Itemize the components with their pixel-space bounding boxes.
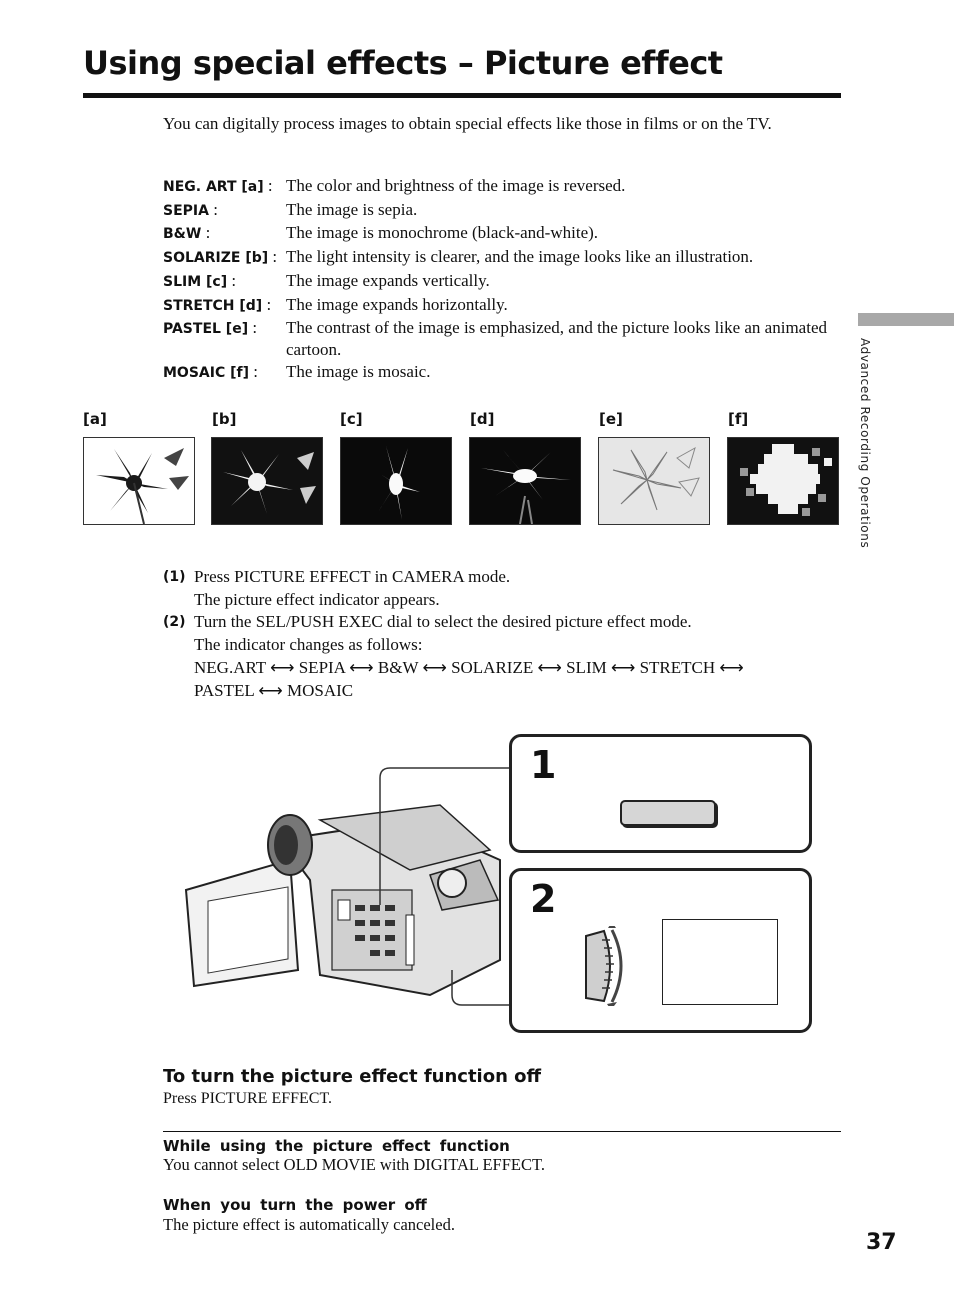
effect-row-slim: SLIM [c] : The image expands vertically.: [163, 270, 833, 294]
thumbnail-slim-image: [340, 437, 452, 525]
turn-off-body: Press PICTURE EFFECT.: [163, 1090, 333, 1107]
effect-row-solarize: SOLARIZE [b] : The light intensity is cl…: [163, 246, 833, 270]
effect-name: B&W: [163, 226, 202, 243]
note-heading: When you turn the power off: [163, 1196, 427, 1214]
effect-name: SLIM [c]: [163, 273, 228, 290]
effect-description: The image expands vertically.: [286, 270, 490, 290]
camcorder-illustration: [184, 767, 510, 1006]
effect-separator: :: [201, 223, 211, 243]
effect-separator: :: [249, 361, 258, 381]
thumbnail-neg-art-image: [83, 437, 195, 525]
effect-name: PASTEL [e]: [163, 321, 249, 338]
mode-sequence: PASTEL ⟷ MOSAIC: [194, 680, 354, 700]
page-title: Using special effects – Picture effect: [83, 44, 723, 82]
effect-row-neg-art: NEG. ART [a] : The color and brightness …: [163, 175, 833, 199]
step-1: (1) Press PICTURE EFFECT in CAMERA mode.…: [163, 566, 843, 611]
step-2-panel: 2: [509, 868, 812, 1033]
step-2: (2) Turn the SEL/PUSH EXEC dial to selec…: [163, 611, 843, 702]
step-text: The indicator changes as follows:: [194, 635, 423, 655]
thumbnail-label-b: [b]: [212, 410, 237, 428]
effect-description: The image is monochrome (black-and-white…: [286, 223, 599, 243]
thumbnail-label-d: [d]: [470, 410, 495, 428]
effect-separator: :: [208, 199, 218, 219]
instruction-steps: (1) Press PICTURE EFFECT in CAMERA mode.…: [163, 566, 843, 702]
thumbnail-label-f: [f]: [728, 410, 749, 428]
effect-separator: :: [268, 247, 278, 267]
effect-row-bw: B&W : The image is monochrome (black-and…: [163, 222, 833, 246]
notes-divider: [163, 1131, 841, 1132]
thumbnail-label-e: [e]: [599, 410, 623, 428]
step-text: Turn the SEL/PUSH EXEC dial to select th…: [194, 612, 692, 632]
thumbnail-mosaic-image: [727, 437, 839, 525]
section-tab-marker: [858, 313, 954, 326]
effect-name: MOSAIC [f]: [163, 364, 249, 381]
thumbnail-stretch-image: [469, 437, 581, 525]
step-1-number: 1: [530, 743, 557, 787]
note-body: The picture effect is automatically canc…: [163, 1215, 455, 1234]
section-tab-label: Advanced Recording Operations: [858, 338, 872, 549]
note-heading: While using the picture effect function: [163, 1137, 510, 1155]
effect-name: STRETCH [d]: [163, 297, 263, 314]
step-number: (2): [163, 614, 186, 631]
step-2-number: 2: [530, 877, 557, 921]
intro-paragraph: You can digitally process images to obta…: [163, 114, 772, 133]
effect-separator: :: [227, 270, 237, 290]
step-text: The picture effect indicator appears.: [194, 589, 440, 609]
effect-row-sepia: SEPIA : The image is sepia.: [163, 199, 833, 223]
thumbnail-pastel-image: [598, 437, 710, 525]
step-text: Press PICTURE EFFECT in CAMERA mode.: [194, 567, 511, 586]
effect-name: SEPIA: [163, 202, 209, 219]
picture-effect-button[interactable]: [620, 800, 716, 826]
thumbnail-label-a: [a]: [83, 410, 107, 428]
effect-row-mosaic: MOSAIC [f] : The image is mosaic.: [163, 361, 833, 385]
effect-description: The image expands horizontally.: [286, 294, 508, 314]
mode-sequence: NEG.ART ⟷ SEPIA ⟷ B&W ⟷ SOLARIZE ⟷ SLIM …: [194, 657, 744, 677]
effect-description: The light intensity is clearer, and the …: [286, 247, 754, 267]
effect-separator: :: [248, 318, 258, 338]
step-1-panel: 1: [509, 734, 812, 853]
sel-push-exec-dial-icon[interactable]: [574, 926, 634, 1006]
thumbnail-solarize-image: [211, 437, 323, 525]
effects-list: NEG. ART [a] : The color and brightness …: [163, 175, 833, 384]
effect-description: The image is mosaic.: [286, 361, 431, 381]
effect-description: The image is sepia.: [286, 199, 418, 219]
page-number: 37: [866, 1230, 897, 1255]
turn-off-heading: To turn the picture effect function off: [163, 1066, 542, 1087]
indicator-display: [662, 919, 778, 1005]
title-rule: [83, 93, 841, 98]
effect-separator: :: [262, 294, 272, 314]
effect-row-stretch: STRETCH [d] : The image expands horizont…: [163, 294, 833, 318]
step-number: (1): [163, 569, 186, 585]
effect-separator: :: [263, 176, 273, 195]
effect-name: SOLARIZE [b]: [163, 250, 269, 267]
effect-row-pastel: PASTEL [e] : The contrast of the image i…: [163, 317, 833, 360]
effect-name: NEG. ART [a]: [163, 179, 264, 195]
note-body: You cannot select OLD MOVIE with DIGITAL…: [163, 1155, 545, 1174]
thumbnail-label-c: [c]: [340, 410, 363, 428]
effect-description: The color and brightness of the image is…: [286, 176, 626, 195]
effect-description: The contrast of the image is emphasized,…: [286, 318, 827, 359]
